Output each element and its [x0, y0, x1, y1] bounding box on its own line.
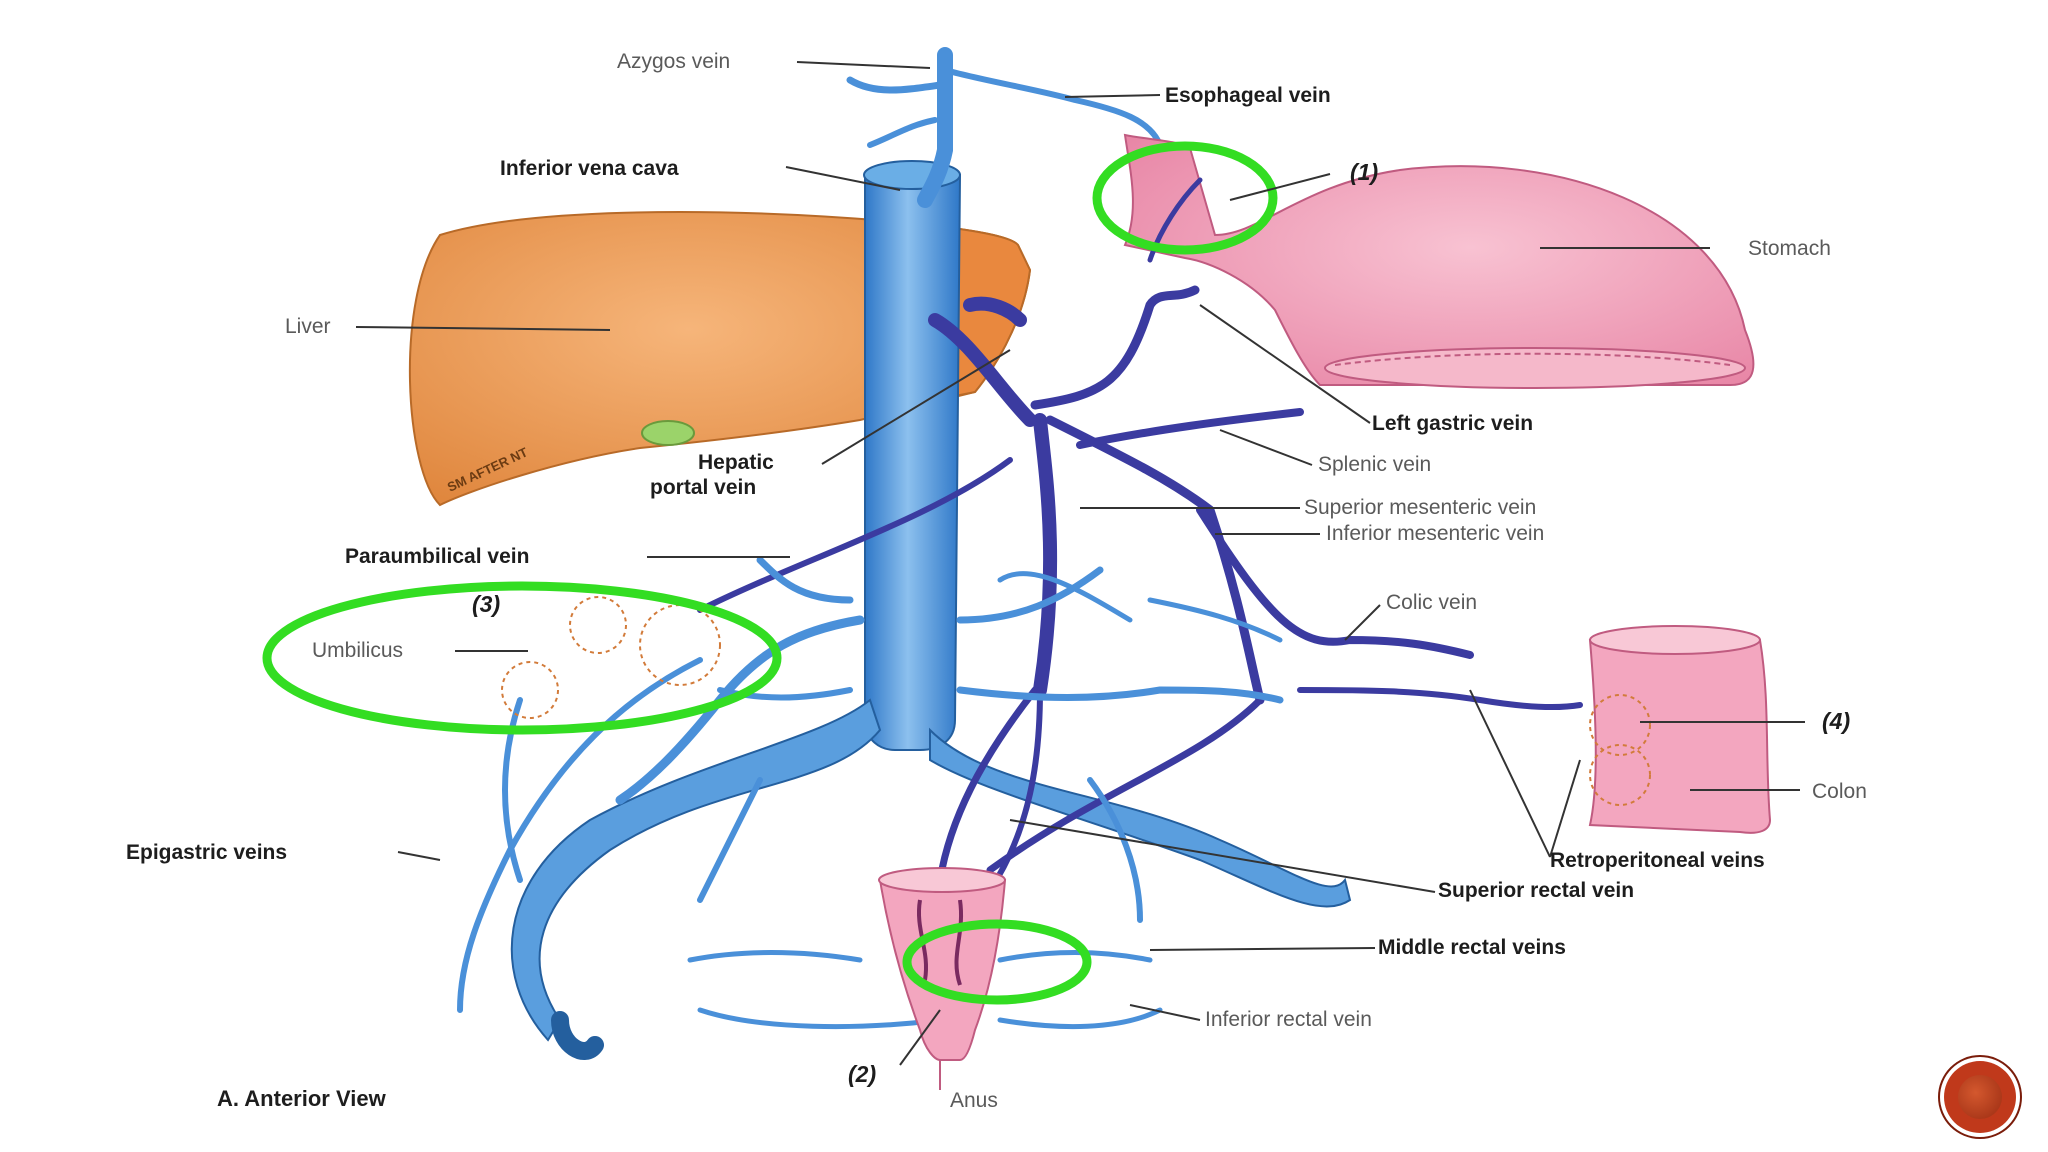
rectum	[878, 867, 1007, 1090]
site-number-1: (1)	[1350, 159, 1379, 185]
label-stomach: Stomach	[1748, 237, 1831, 260]
site-number-2: (2)	[848, 1061, 877, 1087]
leader-lines	[355, 61, 1805, 1066]
label-hepatic-portal-vein-line2: portal vein	[650, 476, 757, 499]
highlight-rings	[262, 141, 1278, 1005]
label-left-gastric-vein: Left gastric vein	[1372, 412, 1534, 435]
colon	[1588, 625, 1772, 834]
site-number-4: (4)	[1822, 708, 1851, 734]
label-umbilicus: Umbilicus	[312, 639, 404, 662]
label-inferior-rectal-vein: Inferior rectal vein	[1205, 1008, 1372, 1031]
highlight-site1	[1092, 141, 1278, 255]
label-anus: Anus	[950, 1089, 998, 1112]
azygos-vein-vessels	[846, 47, 1163, 208]
label-splenic-vein: Splenic vein	[1318, 453, 1432, 476]
stomach	[1123, 133, 1755, 389]
label-epigastric-veins: Epigastric veins	[126, 841, 288, 864]
label-superior-rectal-vein: Superior rectal vein	[1438, 879, 1635, 902]
label-azygos-vein: Azygos vein	[617, 50, 731, 73]
highlight-site3	[262, 581, 782, 735]
diagram-view-title: A. Anterior View	[217, 1086, 386, 1111]
label-superior-mesenteric-vein: Superior mesenteric vein	[1304, 496, 1537, 519]
label-esophageal-vein: Esophageal vein	[1165, 84, 1331, 107]
label-hepatic-portal-vein-line1: Hepatic	[698, 451, 774, 474]
label-paraumbilical-vein: Paraumbilical vein	[345, 545, 530, 568]
label-colic-vein: Colic vein	[1386, 591, 1478, 614]
label-inferior-vena-cava: Inferior vena cava	[500, 157, 679, 180]
label-inferior-mesenteric-vein: Inferior mesenteric vein	[1326, 522, 1545, 545]
label-liver: Liver	[285, 315, 331, 338]
umbilicus-anastomosis	[501, 596, 1651, 806]
site-number-3: (3)	[472, 591, 501, 617]
label-middle-rectal-veins: Middle rectal veins	[1378, 936, 1566, 959]
label-colon: Colon	[1812, 780, 1867, 803]
next-slide-icon[interactable]	[1944, 1061, 2016, 1133]
highlight-site2	[902, 919, 1092, 1005]
systemic-veins	[457, 556, 1284, 1030]
label-retroperitoneal-veins: Retroperitoneal veins	[1550, 849, 1765, 872]
